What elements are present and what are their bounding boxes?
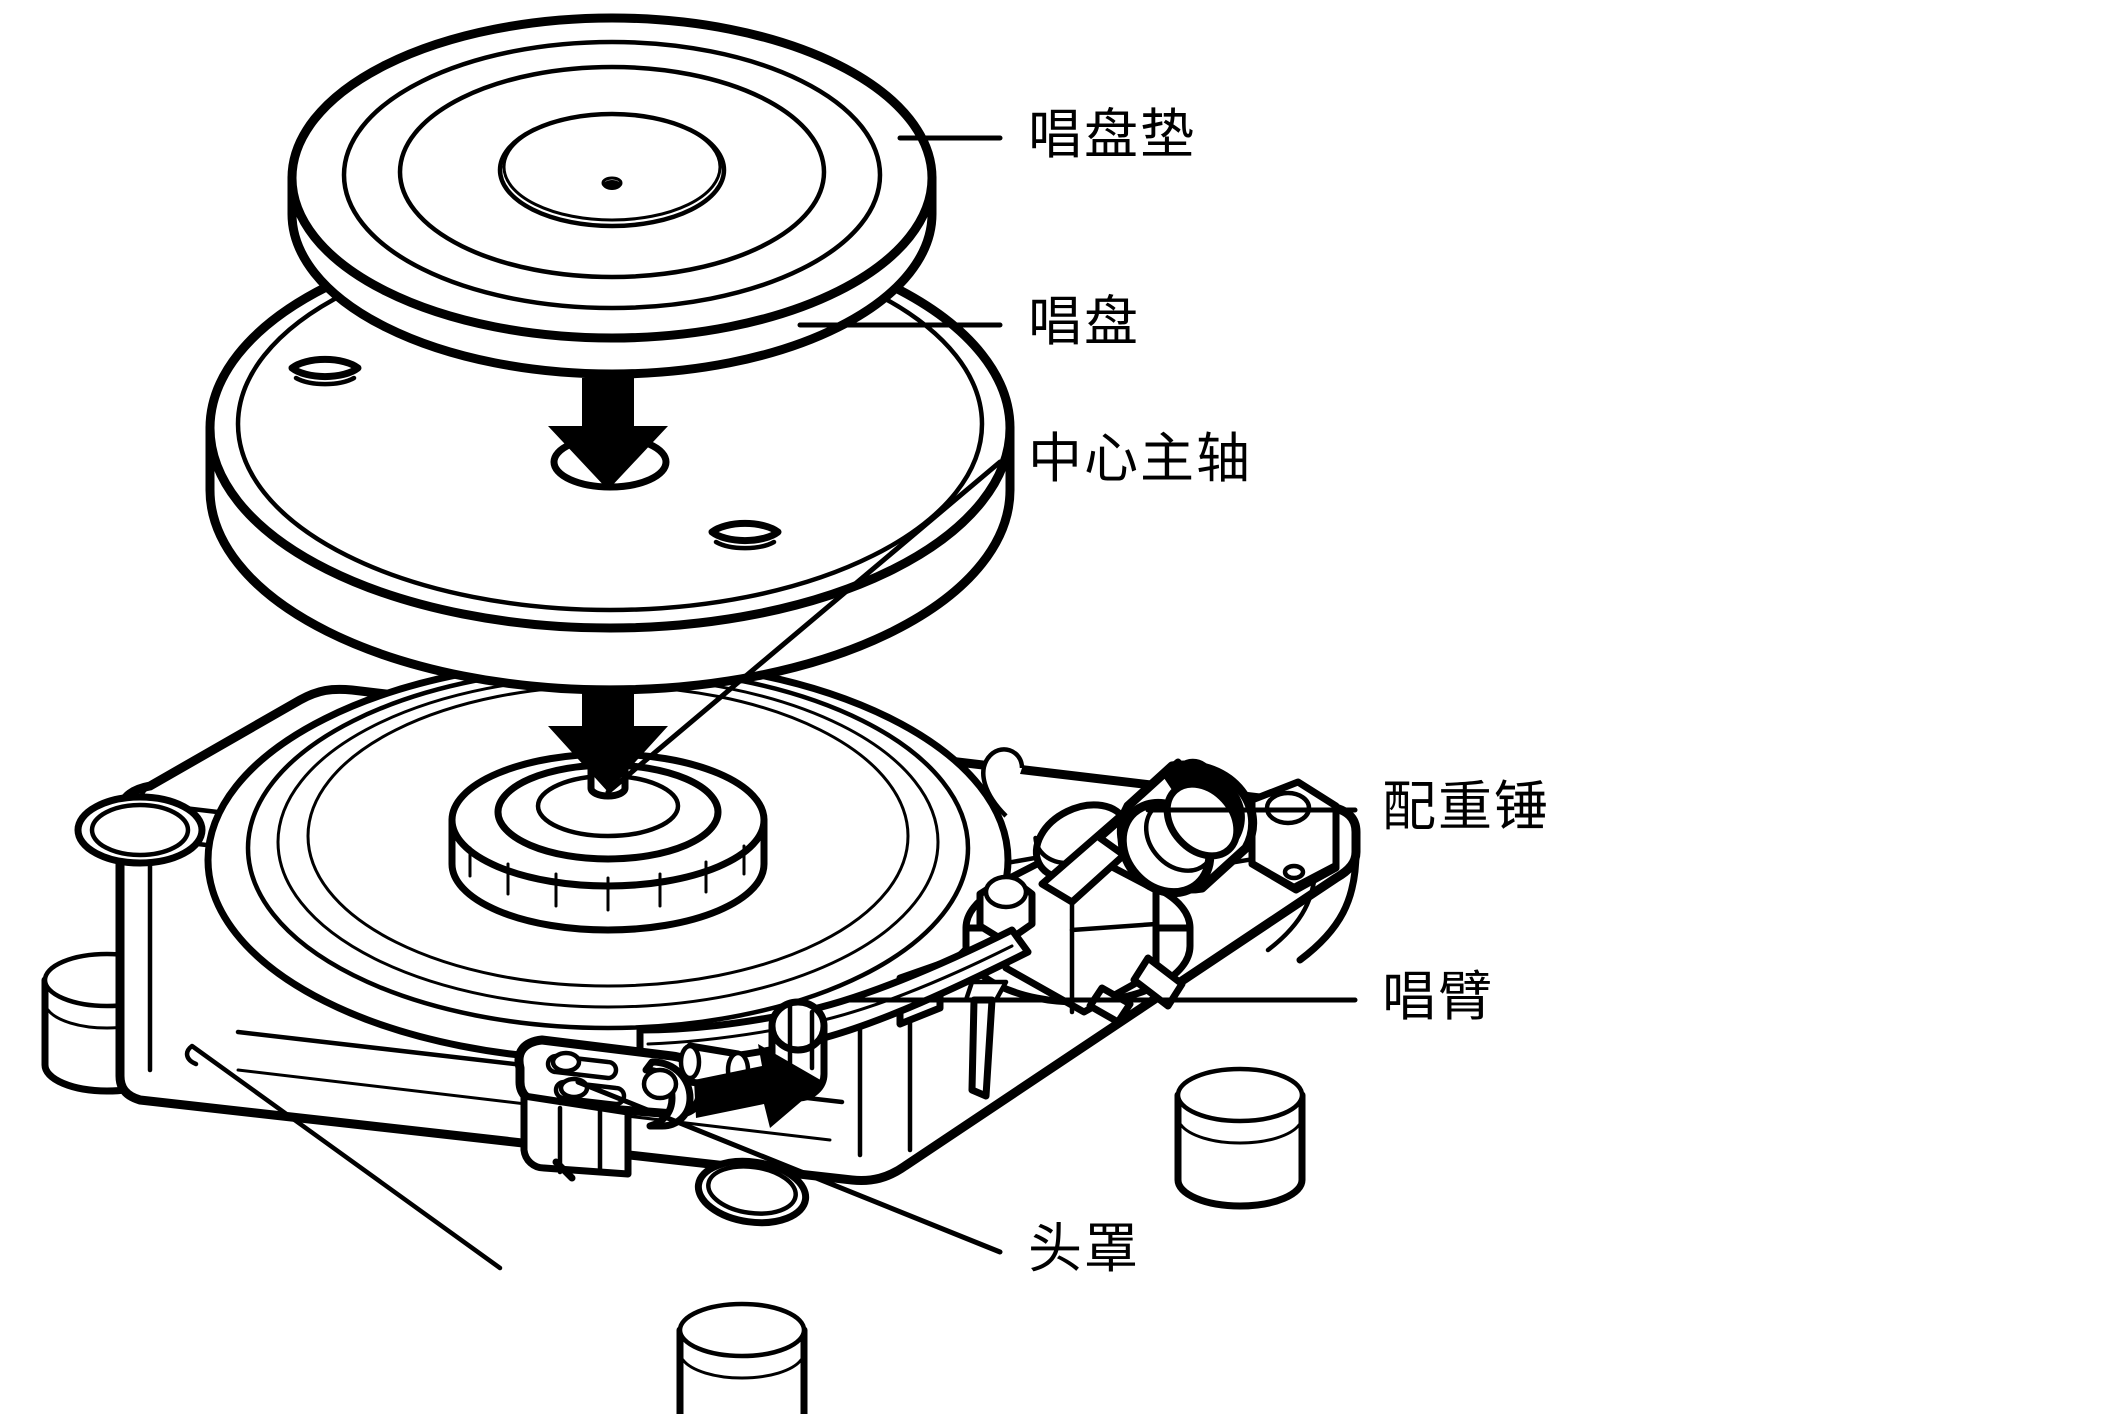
label-counterweight: 配重锤 xyxy=(1382,775,1550,838)
counterweight[interactable] xyxy=(1104,760,1258,910)
label-center-spindle: 中心主轴 xyxy=(1028,427,1252,490)
center-spindle-assembly xyxy=(448,718,768,934)
plinth-foot xyxy=(1174,1066,1306,1210)
assembly-arrow-down xyxy=(548,672,668,792)
platter-mat xyxy=(287,13,937,379)
platter-finger-hole xyxy=(288,355,362,387)
label-headshell: 头罩 xyxy=(1028,1217,1140,1280)
label-platter-mat: 唱盘垫 xyxy=(1028,103,1196,166)
tonearm-rest[interactable] xyxy=(1248,778,1340,894)
assembly-arrow-right xyxy=(694,1044,824,1128)
leader-lines xyxy=(575,135,1358,1255)
label-tonearm: 唱臂 xyxy=(1382,965,1494,1028)
plinth-control-knob-left[interactable] xyxy=(74,793,206,867)
tonearm-assembly xyxy=(514,747,1340,1182)
plinth-control-knob-front[interactable] xyxy=(694,1155,810,1229)
assembly-arrow-down xyxy=(548,378,668,490)
leader-spindle xyxy=(605,459,1003,795)
leader-headshell xyxy=(575,1079,1003,1255)
plinth-foot xyxy=(676,1301,808,1414)
platter-finger-hole xyxy=(708,519,782,551)
label-platter: 唱盘 xyxy=(1028,290,1140,353)
